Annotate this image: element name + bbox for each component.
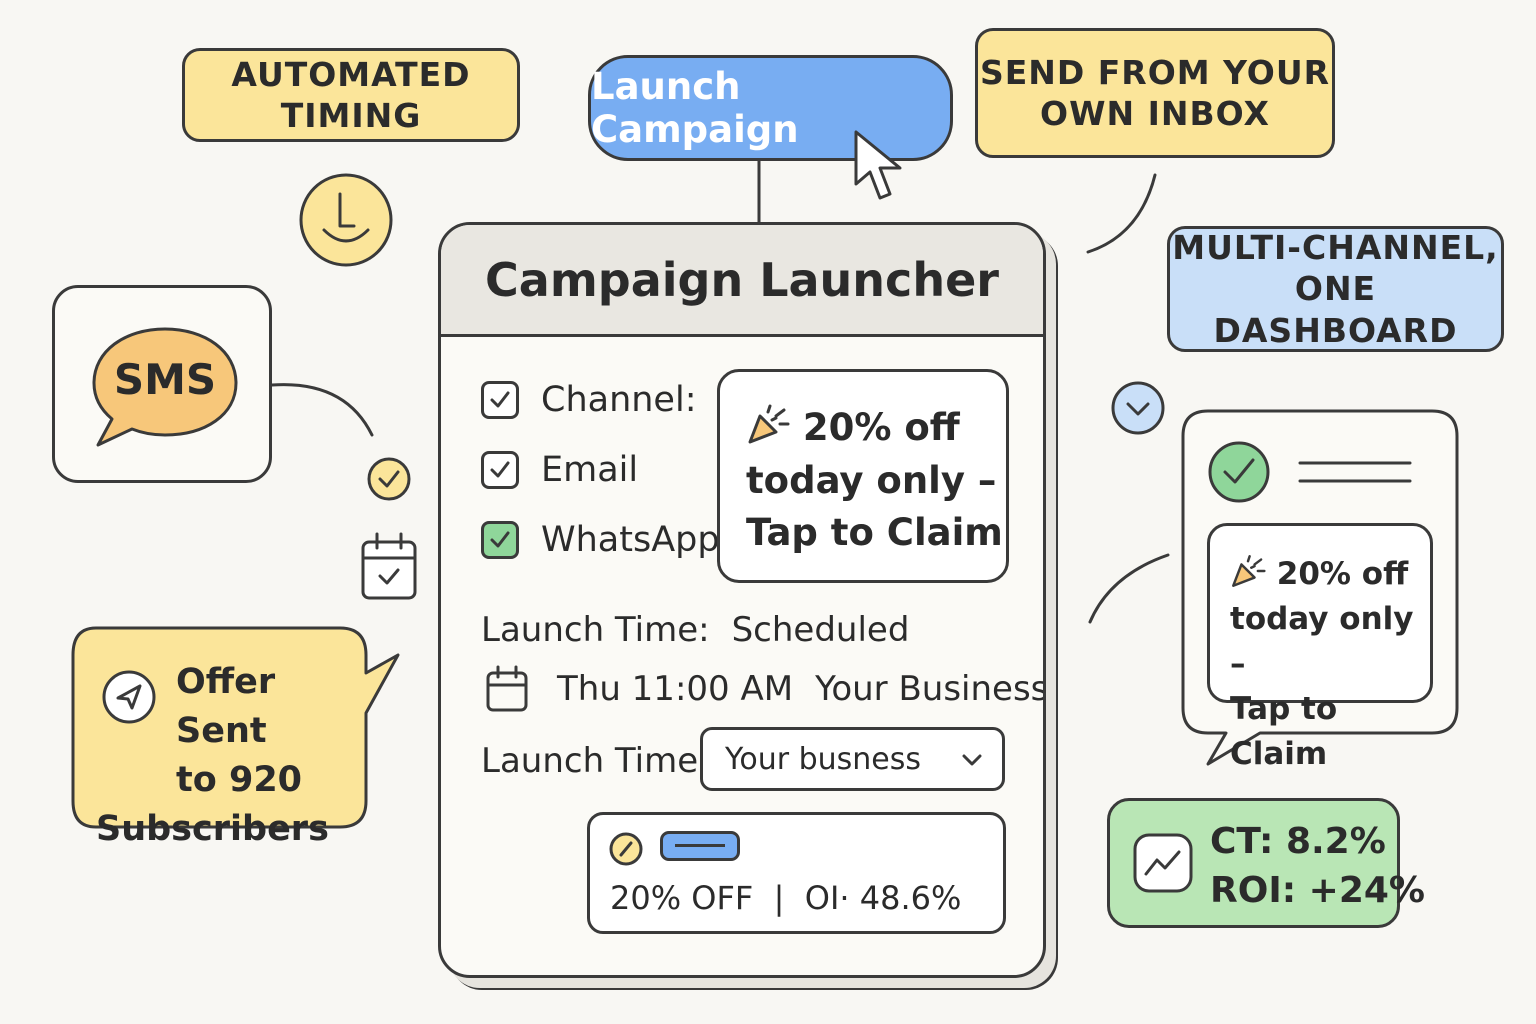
- chevron-circle-icon: [1111, 381, 1165, 435]
- launch-time-row: Launch Time: Scheduled: [481, 610, 909, 650]
- cursor-icon: [854, 130, 902, 200]
- stats-text: CT: 8.2% ROI: +24%: [1210, 818, 1425, 915]
- automated-timing-label: AUTOMATED TIMING: [231, 54, 471, 135]
- offer-sent-text: Offer Sent to 920 Subscribers: [96, 658, 376, 854]
- channel-label: Channel:: [541, 380, 697, 420]
- offer-preview: 20% off today only – Tap to Claim: [717, 369, 1009, 583]
- check-icon: [490, 461, 510, 478]
- calendar-icon: [486, 665, 528, 712]
- message-offer-card: 20% off today only – Tap to Claim: [1207, 523, 1433, 772]
- launch-time-value: Scheduled: [731, 610, 910, 650]
- check-icon: [490, 391, 510, 408]
- offer-sent-line2: to 920: [176, 760, 303, 800]
- offer-sent-bubble: [71, 626, 400, 829]
- party-popper-icon: [748, 404, 790, 444]
- email-checkbox[interactable]: [481, 451, 519, 489]
- send-inbox-line1: SEND FROM YOUR: [979, 52, 1331, 92]
- sms-label: SMS: [113, 355, 217, 404]
- offer-line1: 20% off: [802, 406, 960, 449]
- offer-preview-text: 20% off today only – Tap to Claim: [746, 402, 1006, 560]
- offer-line1-row: 20% off: [746, 402, 1006, 455]
- schedule-sender: Your Business: [815, 669, 1046, 709]
- stats-roi: ROI: +24%: [1210, 869, 1425, 911]
- sender-select-value: Your busness: [725, 741, 921, 777]
- channel-checkbox[interactable]: [481, 381, 519, 419]
- summary-text: 20% OFF | OI· 48.6%: [610, 879, 962, 917]
- launcher-header: Campaign Launcher: [441, 225, 1043, 337]
- launch-time-label: Launch Time:: [481, 610, 710, 650]
- check-circle-icon: [367, 457, 411, 501]
- send-icon: [102, 670, 156, 724]
- launch-campaign-label: Launch Campaign: [591, 65, 799, 151]
- send-inbox-callout: SEND FROM YOUR OWN INBOX: [975, 28, 1335, 158]
- email-label: Email: [541, 450, 639, 490]
- launch-time-label-2: Launch Time:: [481, 741, 710, 781]
- speech-bubble-icon: [92, 327, 238, 447]
- calendar-icon: [361, 532, 417, 600]
- message-offer-line1-row: 20% off: [1230, 552, 1430, 597]
- party-popper-icon: [1232, 555, 1266, 587]
- check-icon: [490, 531, 510, 548]
- clock-icon: [299, 173, 393, 267]
- multichannel-line2: ONE DASHBOARD: [1213, 269, 1458, 350]
- whatsapp-row[interactable]: WhatsApp: [481, 520, 720, 560]
- timer-icon: [609, 832, 643, 866]
- offer-line3: Tap to Claim: [746, 511, 1003, 555]
- launch-time-row-2: Launch Time:: [481, 741, 710, 781]
- automated-timing-callout: AUTOMATED TIMING: [182, 48, 520, 142]
- offer-sent-line1: Offer Sent: [176, 662, 276, 751]
- campaign-launcher-window: Campaign Launcher Channel: Email WhatsAp…: [438, 222, 1046, 978]
- channel-row[interactable]: Channel:: [481, 380, 696, 420]
- stats-ct: CT: 8.2%: [1210, 821, 1386, 862]
- offer-line2: today only –: [746, 458, 997, 502]
- schedule-row: Thu 11:00 AM Your Business: [485, 665, 1046, 713]
- chevron-down-icon: [962, 754, 982, 766]
- email-row[interactable]: Email: [481, 450, 638, 490]
- launch-campaign-button[interactable]: Launch Campaign: [588, 55, 953, 161]
- message-offer-line2: today only –: [1230, 600, 1414, 682]
- chart-icon: [1133, 833, 1193, 893]
- whatsapp-checkbox[interactable]: [481, 521, 519, 559]
- multichannel-line1: MULTI-CHANNEL,: [1172, 228, 1499, 268]
- offer-sent-line3: Subscribers: [96, 809, 329, 849]
- summary-pill: [660, 831, 740, 861]
- summary-box: 20% OFF | OI· 48.6%: [587, 812, 1006, 934]
- sender-select[interactable]: Your busness: [700, 727, 1005, 791]
- message-offer-line3: Tap to Claim: [1230, 690, 1338, 772]
- schedule-time: Thu 11:00 AM: [557, 669, 794, 709]
- multichannel-callout: MULTI-CHANNEL, ONE DASHBOARD: [1167, 226, 1504, 352]
- send-inbox-line2: OWN INBOX: [1040, 94, 1270, 133]
- message-offer-line1: 20% off: [1276, 556, 1409, 592]
- message-offer-text: 20% off today only – Tap to Claim: [1230, 552, 1430, 777]
- launcher-title: Campaign Launcher: [485, 252, 999, 307]
- whatsapp-label: WhatsApp: [541, 520, 720, 560]
